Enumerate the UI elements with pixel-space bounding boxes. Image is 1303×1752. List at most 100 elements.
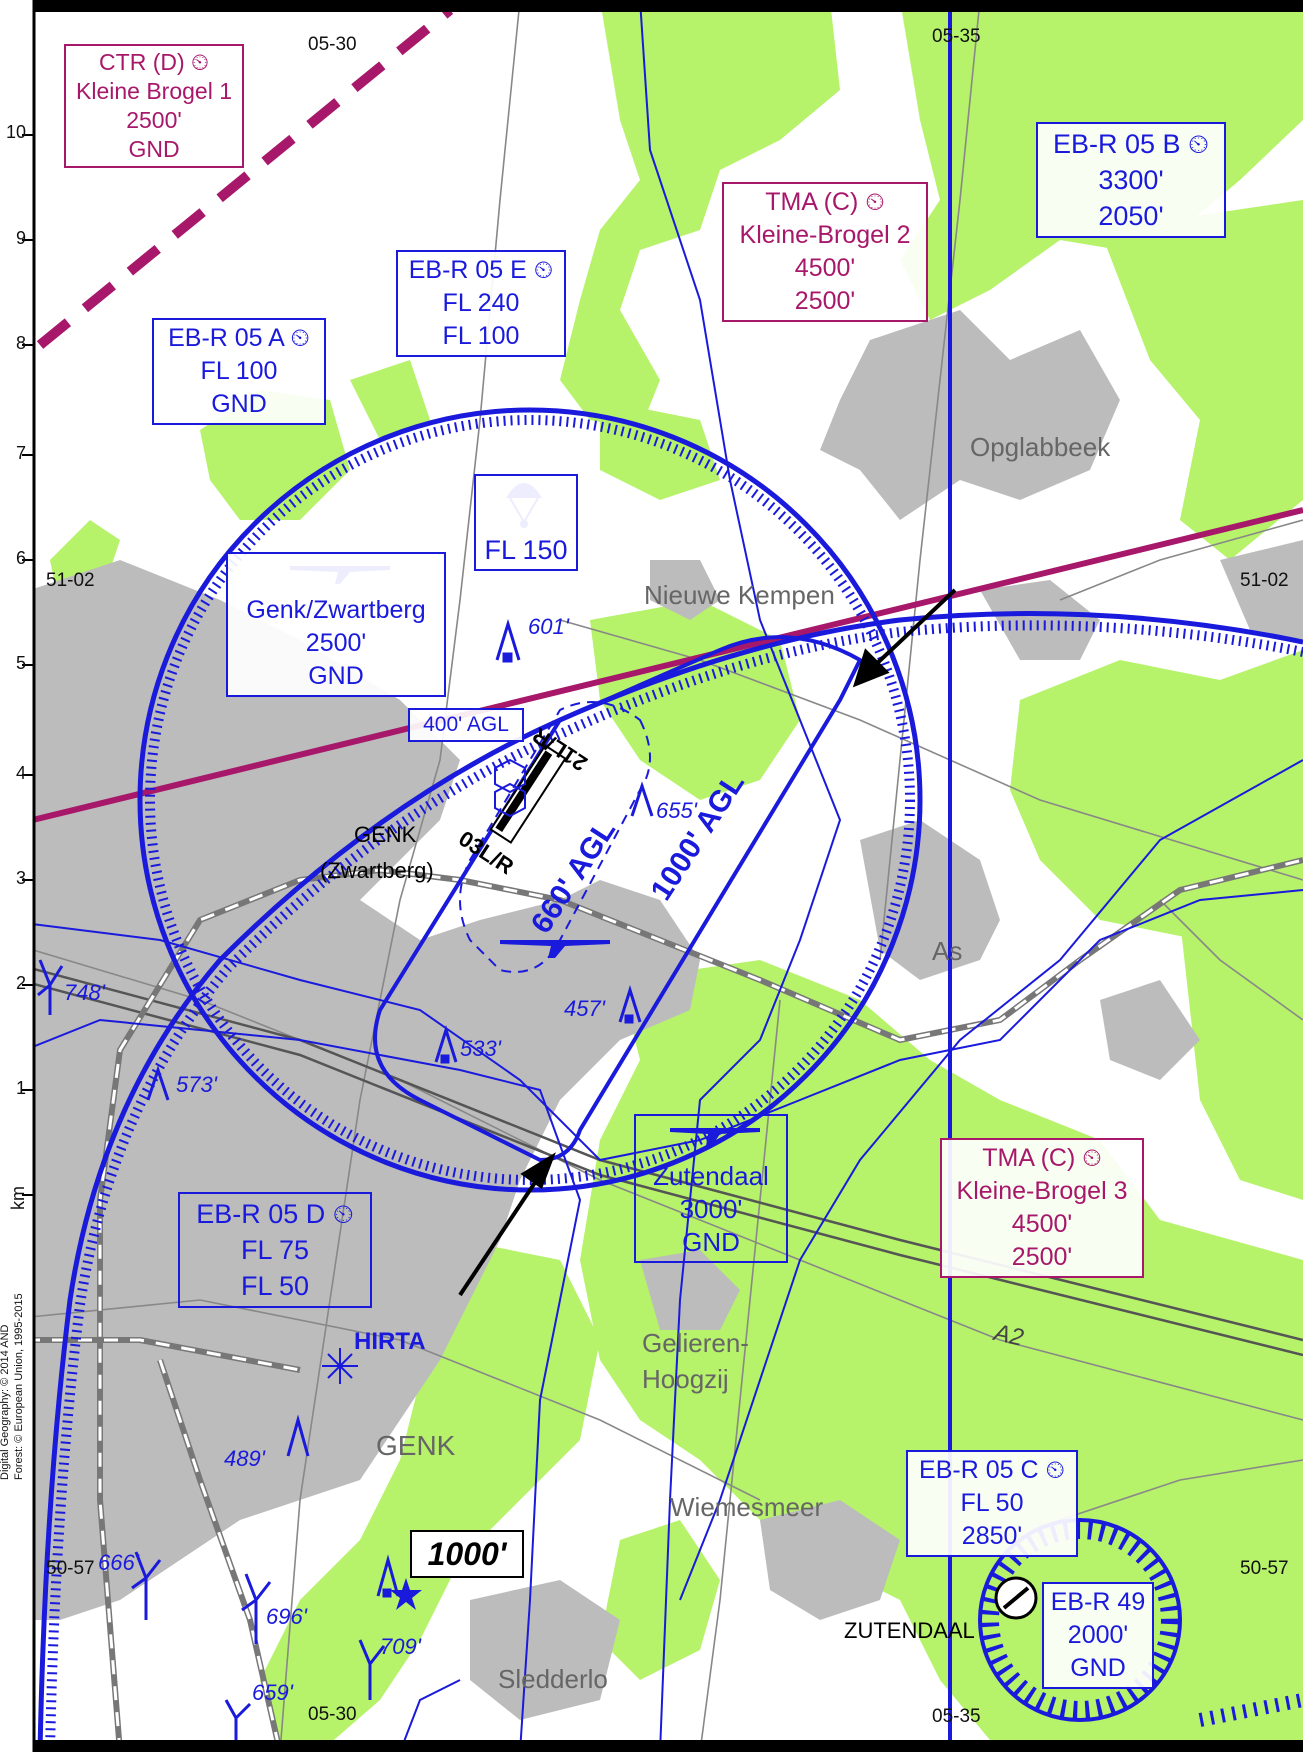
airspace-label: GND bbox=[682, 1227, 740, 1257]
obstacle-elev-601: 601' bbox=[528, 614, 569, 639]
airspace-tma-kleine-brogel-3: TMA (C) ⏲ Kleine-Brogel 3 4500' 2500' bbox=[940, 1138, 1144, 1278]
place-zutendaal: ZUTENDAAL bbox=[844, 1618, 975, 1643]
airspace-label: 4500' bbox=[794, 254, 856, 282]
airspace-label: EB-R 05 E ⏲ bbox=[408, 256, 554, 284]
traffic-circuit bbox=[373, 635, 862, 1162]
scale-label-8: 8 bbox=[16, 333, 27, 353]
grid-lat-5102-right: 51-02 bbox=[1240, 570, 1289, 591]
scale-label-1: 1 bbox=[16, 1078, 27, 1098]
airspace-400-agl: 400' AGL bbox=[408, 708, 524, 742]
obstacle-elev-457: 457' bbox=[564, 996, 605, 1021]
reporting-star-icon bbox=[390, 1578, 422, 1610]
waypoint-hirta: HIRTA bbox=[354, 1328, 426, 1355]
airspace-label: 2500' bbox=[1011, 1243, 1073, 1271]
ebr49-circle bbox=[978, 1518, 1182, 1722]
scale-label-10: 10 bbox=[6, 122, 27, 142]
heliport-icon bbox=[494, 758, 526, 818]
grid-lat-5102-left: 51-02 bbox=[46, 570, 95, 591]
airspace-ebr49: EB-R 49 2000' GND bbox=[1042, 1582, 1154, 1689]
altitude-1000-box: 1000' bbox=[410, 1530, 524, 1578]
airspace-label: 3300' bbox=[1098, 165, 1164, 195]
airspace-label: FL 100 bbox=[200, 357, 278, 385]
airspace-genk-zwartberg: Genk/Zwartberg 2500' GND bbox=[226, 552, 446, 697]
obstacle-elev-533: 533' bbox=[460, 1036, 501, 1061]
grid-top-0530: 05-30 bbox=[308, 34, 357, 55]
aerodrome-name-2: (Zwartberg) bbox=[320, 858, 434, 883]
airspace-tma-kleine-brogel-2: TMA (C) ⏲ Kleine-Brogel 2 4500' 2500' bbox=[722, 182, 928, 322]
obstacle-elev-748: 748' bbox=[64, 980, 105, 1005]
airspace-ebr05e: EB-R 05 E ⏲ FL 240 FL 100 bbox=[396, 250, 566, 357]
airspace-label: FL 50 bbox=[240, 1271, 310, 1301]
scale-label-4: 4 bbox=[16, 763, 27, 783]
approach-arrows bbox=[458, 588, 957, 1297]
airspace-label: FL 100 bbox=[442, 322, 520, 350]
urban-areas bbox=[0, 310, 1303, 1720]
airspace-label: 4500' bbox=[1011, 1210, 1073, 1238]
boundary-line-diagonal bbox=[36, 6, 454, 349]
obstacle-elev-696: 696' bbox=[266, 1604, 307, 1629]
airspace-ctr-kleine-brogel-1: CTR (D) ⏲ Kleine Brogel 1 2500' GND bbox=[64, 44, 244, 168]
airspace-label: GND bbox=[128, 136, 180, 162]
airspace-ebr05d: EB-R 05 D ⏲ FL 75 FL 50 bbox=[178, 1192, 372, 1308]
place-wiemesmeer: Wiemesmeer bbox=[670, 1492, 824, 1522]
airspace-label: EB-R 05 B ⏲ bbox=[1052, 129, 1210, 159]
scale-label-7: 7 bbox=[16, 443, 27, 463]
airspace-label: 2500' bbox=[794, 287, 856, 315]
railways bbox=[0, 857, 1303, 1752]
place-genk-town: GENK bbox=[376, 1430, 456, 1461]
ctr-arc bbox=[37, 611, 1303, 1752]
aerodrome-name: GENK bbox=[354, 822, 417, 847]
airspace-parachute-zone: FL 150 bbox=[474, 474, 578, 571]
wind-turbine-icons bbox=[37, 959, 386, 1752]
airspace-label: Genk/Zwartberg bbox=[246, 596, 426, 624]
airspace-label: Zutendaal bbox=[653, 1161, 769, 1191]
airspace-label: 2000' bbox=[1067, 1621, 1129, 1649]
obstacle-elev-666: 666' bbox=[98, 1550, 139, 1575]
airspace-label: Kleine-Brogel 3 bbox=[956, 1177, 1128, 1205]
obstacle-elev-489: 489' bbox=[224, 1446, 265, 1471]
place-as: As bbox=[932, 936, 963, 966]
grid-top-0535: 05-35 bbox=[932, 26, 981, 47]
airspace-label: FL 150 bbox=[484, 535, 568, 565]
airspace-label: 2850' bbox=[961, 1522, 1023, 1550]
altitude-label: 1000' bbox=[427, 1536, 507, 1572]
obstacle-elev-573: 573' bbox=[176, 1072, 217, 1097]
airspace-label: 2500' bbox=[126, 107, 182, 133]
airspace-label: TMA (C) ⏲ bbox=[982, 1144, 1102, 1172]
airspace-label: EB-R 05 C ⏲ bbox=[919, 1456, 1065, 1484]
grid-bot-0535: 05-35 bbox=[932, 1706, 981, 1727]
place-opglabbeek: Opglabbeek bbox=[970, 432, 1111, 462]
airspace-label: EB-R 05 A ⏲ bbox=[168, 324, 310, 352]
scale-label-6: 6 bbox=[16, 548, 27, 568]
airspace-label: 3000' bbox=[679, 1194, 743, 1224]
scale-label-3: 3 bbox=[16, 868, 27, 888]
tma-boundary-line bbox=[0, 507, 1303, 831]
airspace-label: TMA (C) ⏲ bbox=[765, 188, 885, 216]
airspace-ebr05a: EB-R 05 A ⏲ FL 100 GND bbox=[152, 318, 326, 425]
airspace-zutendaal: Zutendaal 3000' GND bbox=[634, 1114, 788, 1263]
airspace-label: 400' AGL bbox=[423, 713, 509, 736]
airspace-label: GND bbox=[1070, 1654, 1126, 1682]
airspace-label: Kleine Brogel 1 bbox=[76, 78, 232, 104]
airspace-ebr05b: EB-R 05 B ⏲ 3300' 2050' bbox=[1036, 122, 1226, 238]
airspace-label: GND bbox=[211, 390, 267, 418]
obstacle-elev-709: 709' bbox=[380, 1634, 421, 1659]
grid-lat-5057-left: 50-57 bbox=[46, 1558, 95, 1579]
place-hoogzij: Hoogzij bbox=[642, 1364, 729, 1394]
place-nieuwe-kempen: Nieuwe Kempen bbox=[644, 580, 835, 610]
credit-forest: Forest: © European Union, 1995-2015 bbox=[13, 1293, 25, 1480]
credit-geography: Digital Geography: © 2014 AND bbox=[0, 1324, 11, 1480]
place-gelieren: Gelieren- bbox=[642, 1328, 749, 1358]
grid-bot-0530: 05-30 bbox=[308, 1704, 357, 1725]
airspace-label: EB-R 05 D ⏲ bbox=[196, 1199, 354, 1229]
scale-unit-label: km bbox=[8, 1186, 28, 1210]
airspace-label: 2050' bbox=[1098, 201, 1164, 231]
airspace-label: GND bbox=[308, 662, 364, 690]
airspace-label: 2500' bbox=[305, 629, 367, 657]
airspace-label: CTR (D) ⏲ bbox=[99, 49, 209, 75]
scale-label-2: 2 bbox=[16, 973, 27, 993]
airspace-label: EB-R 49 bbox=[1050, 1588, 1146, 1616]
airspace-label: Kleine-Brogel 2 bbox=[739, 221, 911, 249]
